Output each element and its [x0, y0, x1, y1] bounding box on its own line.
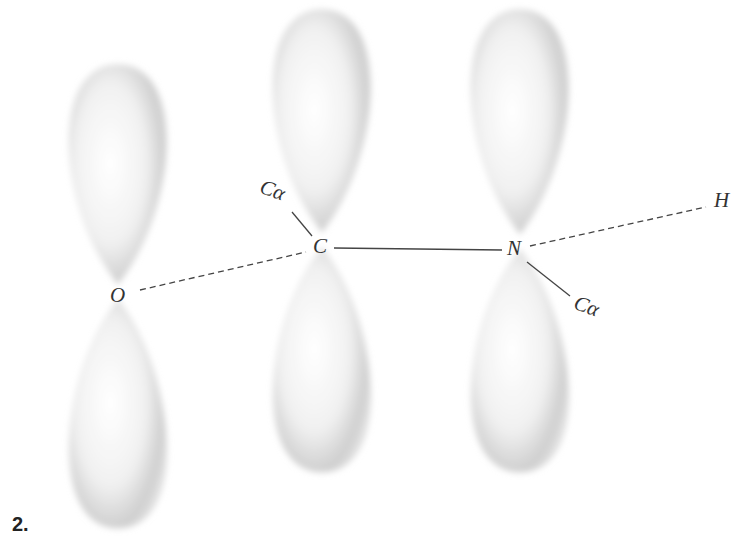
p-orbital-lobe	[274, 248, 371, 472]
bond-line	[292, 212, 312, 236]
figure-number: 2.	[10, 514, 31, 534]
atom-label: H	[712, 190, 731, 211]
atom-label: O	[108, 285, 127, 306]
bond-line	[527, 262, 570, 296]
atom-label: C	[311, 236, 329, 257]
p-orbital-lobe	[70, 300, 167, 528]
p-orbital-lobe	[472, 10, 569, 234]
bond-line	[140, 252, 306, 290]
bond-line	[334, 248, 502, 250]
p-orbital-lobe	[70, 65, 167, 284]
bond-line	[530, 207, 706, 246]
p-orbital-lobe	[274, 10, 371, 232]
atom-label: Cα	[255, 176, 289, 206]
atom-label: N	[505, 238, 523, 259]
atom-label: Cα	[569, 292, 603, 322]
